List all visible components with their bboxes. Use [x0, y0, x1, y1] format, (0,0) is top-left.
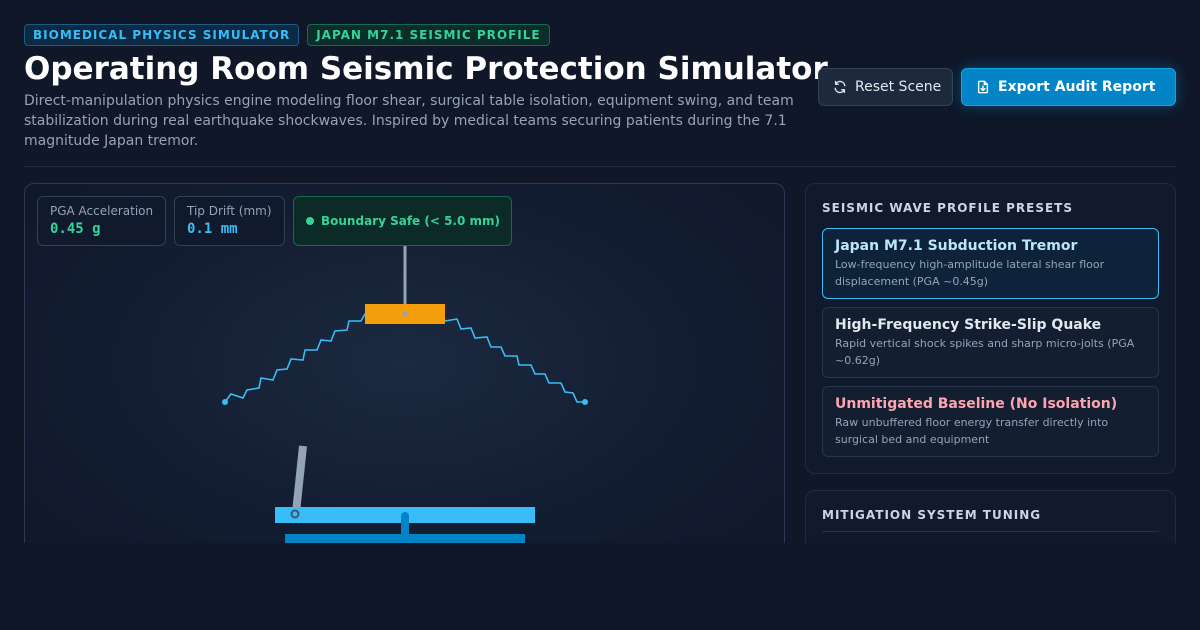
table-pedestal — [401, 512, 409, 538]
simulation-stage[interactable]: PGA Acceleration 0.45 g Tip Drift (mm) 0… — [24, 183, 785, 583]
wave-presets-panel: SEISMIC WAVE PROFILE PRESETS Japan M7.1 … — [805, 183, 1176, 474]
tip-drift-value: 0.1 mm — [187, 221, 238, 237]
export-audit-report-label: Export Audit Report — [998, 79, 1156, 95]
preset-japan-m71[interactable]: Japan M7.1 Subduction Tremor Low-frequen… — [822, 228, 1159, 299]
page-subtitle: Direct-manipulation physics engine model… — [24, 93, 794, 149]
reset-scene-label: Reset Scene — [855, 79, 942, 95]
preset-name: Unmitigated Baseline (No Isolation) — [835, 396, 1118, 412]
preset-strike-slip[interactable]: High-Frequency Strike-Slip Quake Rapid v… — [822, 307, 1159, 378]
lamp-pivot — [402, 311, 408, 317]
tip-drift-label: Tip Drift (mm) — [187, 204, 272, 218]
right-stabilizer-spring[interactable] — [440, 313, 585, 403]
preset-unmitigated-baseline[interactable]: Unmitigated Baseline (No Isolation) Raw … — [822, 386, 1159, 457]
reset-scene-button[interactable]: Reset Scene — [818, 68, 953, 106]
badge-row: BIOMEDICAL PHYSICS SIMULATOR JAPAN M7.1 … — [24, 24, 1176, 46]
preset-name: High-Frequency Strike-Slip Quake — [835, 317, 1102, 333]
preset-description: Low-frequency high-amplitude lateral she… — [835, 258, 1105, 288]
left-spring-anchor[interactable] — [222, 399, 228, 405]
pga-acceleration-readout: PGA Acceleration 0.45 g — [37, 196, 166, 246]
tuning-panel-title: MITIGATION SYSTEM TUNING — [822, 508, 1042, 522]
refresh-icon — [834, 80, 846, 94]
tip-drift-readout: Tip Drift (mm) 0.1 mm — [174, 196, 285, 246]
header-divider — [24, 166, 1176, 167]
iv-pole-joint — [290, 509, 300, 519]
preset-description: Raw unbuffered floor energy transfer dir… — [835, 416, 1109, 446]
header: BIOMEDICAL PHYSICS SIMULATOR JAPAN M7.1 … — [24, 24, 1176, 149]
page-title: Operating Room Seismic Protection Simula… — [24, 51, 828, 87]
simulator-badge: BIOMEDICAL PHYSICS SIMULATOR — [24, 24, 300, 46]
preset-name: Japan M7.1 Subduction Tremor — [835, 238, 1078, 254]
seismic-profile-badge: JAPAN M7.1 SEISMIC PROFILE — [307, 24, 550, 46]
presets-panel-title: SEISMIC WAVE PROFILE PRESETS — [822, 201, 1073, 215]
export-audit-report-button[interactable]: Export Audit Report — [961, 68, 1176, 106]
left-stabilizer-spring[interactable] — [224, 312, 371, 403]
preset-description: Rapid vertical shock spikes and sharp mi… — [835, 337, 1135, 367]
boundary-status-label: Boundary Safe (< 5.0 mm) — [321, 214, 501, 228]
tuning-divider — [822, 531, 1159, 532]
file-export-icon — [977, 80, 989, 94]
pga-value: 0.45 g — [50, 221, 101, 237]
right-spring-anchor[interactable] — [582, 399, 588, 405]
pga-label: PGA Acceleration — [50, 204, 154, 218]
boundary-status-badge: Boundary Safe (< 5.0 mm) — [293, 196, 512, 246]
viewport-bottom-mask — [0, 543, 1200, 630]
status-dot-icon — [306, 217, 314, 225]
